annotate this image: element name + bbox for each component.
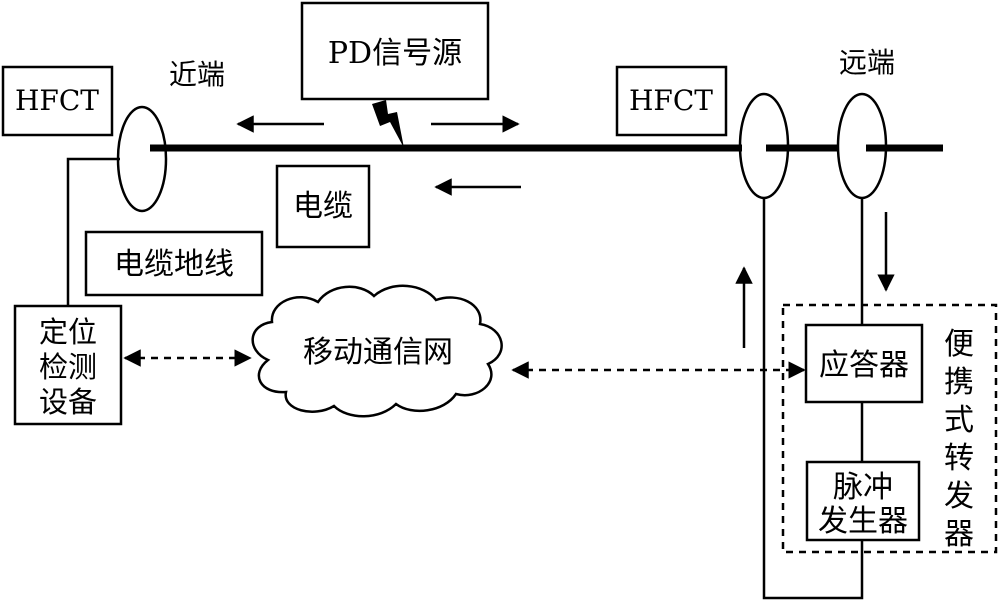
pulse-generator-label-line2: 发生器: [818, 504, 908, 539]
hfct-right-label: HFCT: [629, 84, 713, 117]
transponder-char: 携: [944, 365, 974, 400]
near-end-label: 近端: [169, 58, 225, 91]
hfct-right-box: [615, 65, 728, 137]
locator-device-box: [13, 304, 123, 426]
cable-box: [275, 164, 371, 249]
cable-ground-label: 电缆地线: [114, 247, 234, 282]
locator-label-line2: 检测: [39, 350, 97, 384]
cable-label: 电缆: [293, 189, 353, 224]
portable-transponder-label: 便 携 式 转 发 器: [944, 327, 974, 552]
hfct-left-box: [1, 65, 114, 137]
near-end-ct-coil: [116, 105, 168, 213]
transponder-char: 便: [944, 327, 974, 362]
responder-box: [804, 323, 924, 404]
responder-label: 应答器: [819, 348, 909, 383]
pulse-generator-label-line1: 脉冲: [833, 470, 893, 505]
locator-label-line1: 定位: [39, 315, 97, 349]
transponder-char: 发: [944, 479, 974, 514]
far-end-label: 远端: [839, 46, 895, 79]
near-end-signal-wire: [66, 157, 120, 306]
pulse-injection-loop-wire: [762, 198, 864, 600]
hfct-left-label: HFCT: [15, 84, 99, 117]
pulse-generator-box: [805, 460, 921, 542]
pd-source-label: PD信号源: [328, 36, 462, 71]
mobile-network-label: 移动通信网: [303, 335, 453, 370]
cable-ground-box: [84, 230, 264, 297]
transponder-char: 器: [944, 517, 974, 552]
locator-label-line3: 设备: [39, 385, 97, 419]
transponder-char: 式: [944, 403, 974, 438]
mobile-network-cloud-icon: [251, 284, 503, 418]
transponder-char: 转: [944, 441, 974, 476]
pd-source-box: [300, 1, 490, 101]
discharge-bolt-icon: [372, 100, 404, 148]
portable-transponder-enclosure: [781, 303, 998, 554]
